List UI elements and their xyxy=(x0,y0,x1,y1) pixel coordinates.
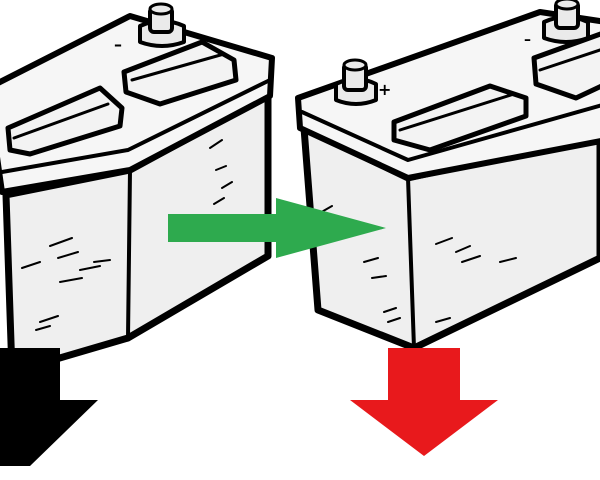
right-battery-terminal-far xyxy=(542,0,590,44)
left-battery-polarity-label: – xyxy=(114,35,122,54)
right-down-arrow-icon xyxy=(350,348,498,456)
right-battery-cell-cover xyxy=(391,83,529,153)
left-battery-cell-cover xyxy=(5,85,125,157)
left-down-arrow-icon xyxy=(0,348,98,466)
left-battery: – xyxy=(0,2,275,376)
right-battery-polarity-label: + xyxy=(378,80,391,99)
right-battery-polarity-label-far: – xyxy=(524,32,531,48)
transfer-arrow-icon xyxy=(168,198,386,258)
right-battery: + – xyxy=(295,0,600,352)
left-battery-cell-cover xyxy=(121,39,239,107)
left-battery-terminal xyxy=(138,2,186,48)
right-battery-cell-cover xyxy=(531,31,600,101)
right-battery-terminal-near xyxy=(334,58,378,106)
